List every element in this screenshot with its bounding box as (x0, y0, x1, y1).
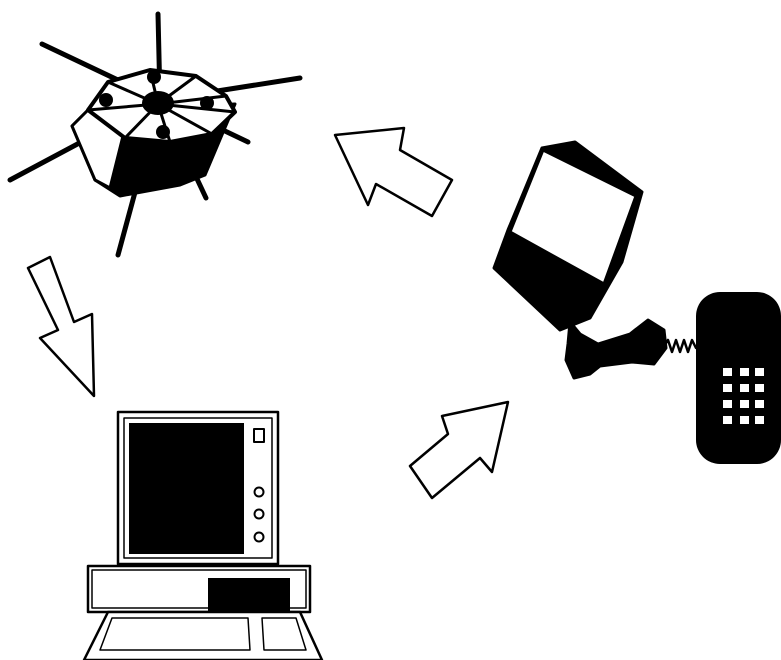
modem-handset-icon (494, 142, 781, 464)
arrow-phone-to-satellite (335, 128, 452, 216)
satellite-icon (10, 14, 300, 255)
arrow-computer-to-phone (410, 402, 508, 498)
arrow-satellite-to-computer (28, 257, 94, 396)
desktop-computer-icon (84, 412, 322, 660)
